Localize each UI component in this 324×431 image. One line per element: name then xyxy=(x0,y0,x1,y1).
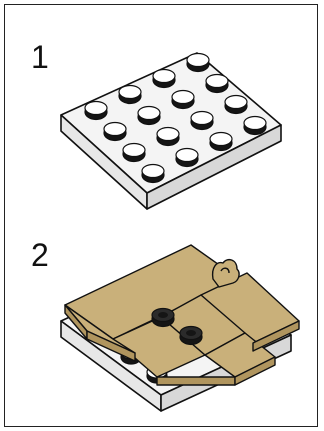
instruction-panel: 1 xyxy=(4,4,318,427)
lego-tan-tile-assembly-icon xyxy=(5,5,319,428)
